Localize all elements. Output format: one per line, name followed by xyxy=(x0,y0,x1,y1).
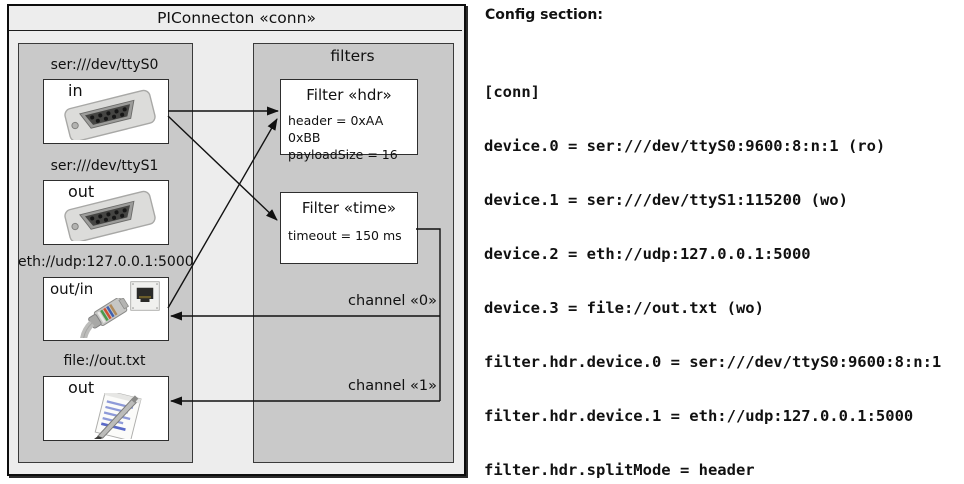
serial-connector-icon xyxy=(64,89,156,140)
filters-panel-title: filters xyxy=(330,47,375,65)
device-uri-label: eth://udp:127.0.0.1:5000 xyxy=(18,254,194,270)
device-box-ttyS0: in xyxy=(43,79,169,144)
device-box-ttyS1: out xyxy=(43,180,169,245)
diagram-title: PIConnecton «conn» xyxy=(157,9,316,27)
device-direction-label: out xyxy=(68,182,95,201)
config-line: filter.hdr.splitMode = header xyxy=(484,461,755,479)
serial-connector-icon xyxy=(64,190,156,241)
filter-title: Filter «hdr» xyxy=(306,86,392,104)
channel-1-label: channel «1» xyxy=(348,378,437,394)
filter-attribute: timeout = 150 ms xyxy=(288,228,402,243)
config-line: filter.hdr.device.1 = eth://udp:127.0.0.… xyxy=(484,407,914,425)
device-direction-label: out/in xyxy=(50,280,94,298)
device-uri-label: file://out.txt xyxy=(63,353,146,369)
title-separator xyxy=(9,30,462,31)
config-line: device.1 = ser:///dev/ttyS1:115200 (wo) xyxy=(484,191,848,209)
filter-box-hdr: Filter «hdr» header = 0xAA 0xBB payloadS… xyxy=(280,79,418,162)
config-text-block: [conn] device.0 = ser:///dev/ttyS0:9600:… xyxy=(484,47,951,484)
config-line: device.0 = ser:///dev/ttyS0:9600:8:n:1 (… xyxy=(484,137,886,155)
config-section-heading: Config section: xyxy=(485,7,603,23)
filter-box-time: Filter «time» timeout = 150 ms xyxy=(280,192,418,264)
channel-0-label: channel «0» xyxy=(348,293,437,309)
device-box-eth: out/in xyxy=(43,277,169,341)
config-line: device.3 = file://out.txt (wo) xyxy=(484,299,764,317)
config-line: [conn] xyxy=(484,83,540,101)
filter-title: Filter «time» xyxy=(301,199,397,217)
ethernet-plug-icon xyxy=(79,298,130,338)
device-uri-label: ser:///dev/ttyS1 xyxy=(50,158,159,174)
filter-attribute: header = 0xAA 0xBB xyxy=(288,113,384,145)
device-direction-label: in xyxy=(68,81,83,100)
ethernet-socket-icon xyxy=(130,281,160,311)
device-box-file: out xyxy=(43,376,169,441)
device-uri-label: ser:///dev/ttyS0 xyxy=(50,57,159,73)
filter-attribute: payloadSize = 16 xyxy=(288,147,398,162)
device-direction-label: out xyxy=(68,378,95,397)
config-line: filter.hdr.device.0 = ser:///dev/ttyS0:9… xyxy=(484,353,942,371)
notepad-icon xyxy=(94,393,142,439)
config-line: device.2 = eth://udp:127.0.0.1:5000 xyxy=(484,245,811,263)
